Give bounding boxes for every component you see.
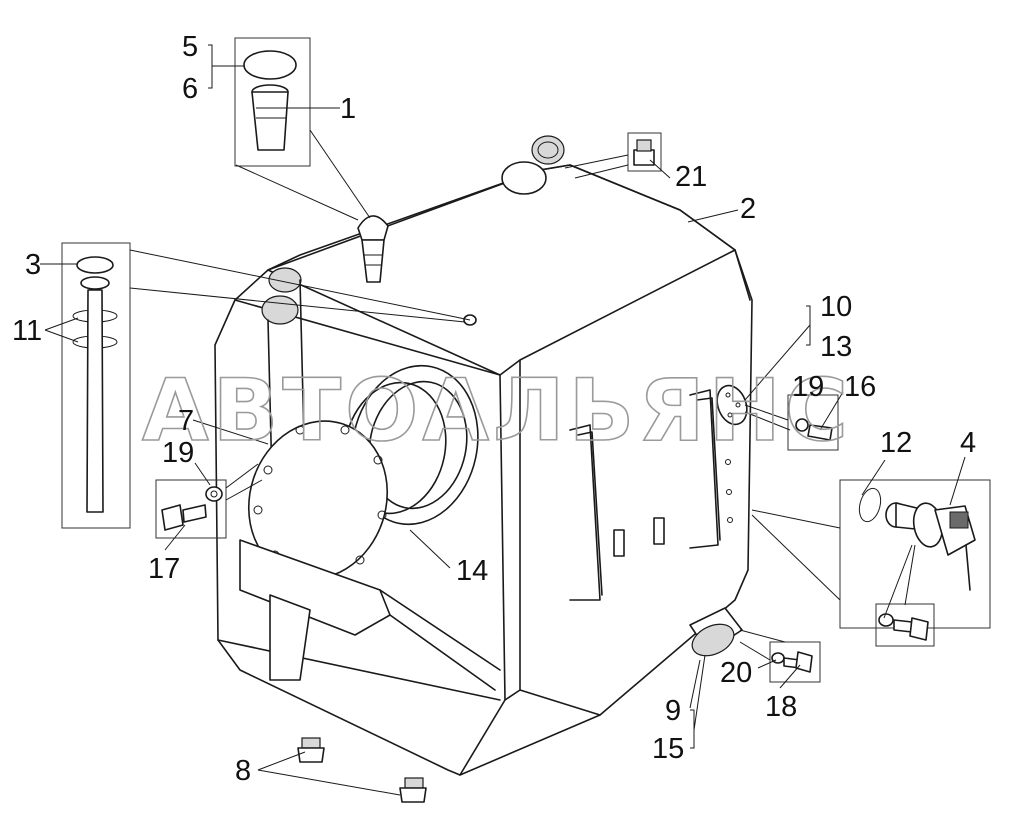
callout-20: 20 [720, 657, 752, 689]
callout-12: 12 [880, 427, 912, 459]
callout-10: 10 [820, 291, 852, 323]
callout-1: 1 [340, 93, 356, 125]
callout-14: 14 [456, 555, 488, 587]
callout-leaders [40, 44, 966, 796]
watermark-text: АВТОАЛЬЯНС [142, 361, 852, 461]
callout-3: 3 [25, 249, 41, 281]
callout-11: 11 [12, 315, 42, 347]
callout-16: 16 [844, 371, 876, 403]
detail-fuel-valve [751, 479, 991, 647]
callout-7: 7 [178, 405, 194, 437]
detail-bolt-16 [744, 394, 839, 451]
callout-labels: 1 2 3 4 5 6 7 8 9 10 11 12 13 14 15 16 1… [12, 31, 976, 787]
callout-15: 15 [652, 733, 684, 765]
callout-9: 9 [665, 695, 681, 727]
callout-5: 5 [182, 31, 198, 63]
callout-2: 2 [740, 193, 756, 225]
callout-21: 21 [675, 161, 707, 193]
detail-filler-cap [234, 37, 371, 221]
filler-neck [357, 215, 389, 283]
drain-fitting [689, 607, 743, 657]
callout-19-left: 19 [162, 437, 194, 469]
tank-handles [569, 389, 733, 601]
callout-13: 13 [820, 331, 852, 363]
top-cap [501, 135, 565, 195]
callout-8: 8 [235, 755, 251, 787]
mounting-bracket [239, 539, 501, 691]
drain-plugs [297, 737, 427, 803]
detail-bolt-18 [739, 629, 821, 683]
detail-vent-plug [564, 132, 662, 179]
callout-19-right: 19 [792, 371, 824, 403]
callout-18: 18 [765, 691, 797, 723]
callout-4: 4 [960, 427, 976, 459]
callout-17: 17 [148, 553, 180, 585]
detail-dipstick [61, 242, 471, 529]
callout-6: 6 [182, 73, 198, 105]
left-flange [261, 267, 306, 481]
side-flange [716, 384, 748, 426]
detail-bolt-17 [155, 463, 263, 539]
